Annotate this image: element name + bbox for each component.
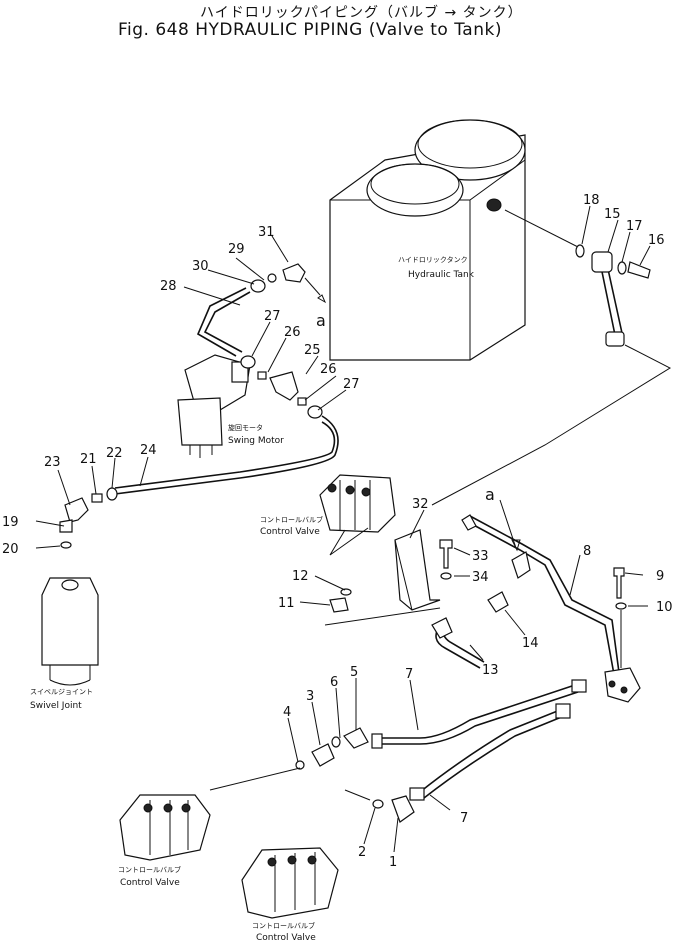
callout-21: 21 bbox=[80, 452, 97, 467]
callout-26-lower: 26 bbox=[320, 362, 337, 377]
connection-mark-a-lower: a bbox=[485, 485, 495, 504]
callout-27-upper: 27 bbox=[264, 309, 281, 324]
callout-16: 16 bbox=[648, 233, 665, 248]
manifold-fittings bbox=[604, 567, 641, 703]
callout-8: 8 bbox=[583, 544, 591, 559]
control-valve-left-label-en: Control Valve bbox=[120, 878, 180, 888]
pipe-28-assembly bbox=[196, 263, 327, 357]
callout-27-lower: 27 bbox=[343, 377, 360, 392]
leader-lines bbox=[35, 205, 651, 853]
callout-24: 24 bbox=[140, 443, 157, 458]
bracket-32 bbox=[394, 529, 453, 611]
callout-30: 30 bbox=[192, 259, 209, 274]
callout-10: 10 bbox=[656, 600, 673, 615]
swing-motor: 旋回モータ Swing Motor bbox=[177, 354, 284, 458]
control-valve-bottom: コントロールバルブ Control Valve bbox=[241, 847, 339, 942]
callout-12: 12 bbox=[292, 569, 309, 584]
elbow-13-14 bbox=[431, 591, 509, 669]
callout-28: 28 bbox=[160, 279, 177, 294]
tank-return-tube bbox=[431, 209, 672, 506]
callout-32: 32 bbox=[412, 497, 429, 512]
callout-numbers: 1 2 3 4 5 6 7 7 8 9 10 11 12 13 14 15 16… bbox=[2, 193, 673, 870]
callout-23: 23 bbox=[44, 455, 61, 470]
tank-label-en: Hydraulic Tank bbox=[408, 270, 475, 280]
fittings-3-6 bbox=[209, 727, 369, 791]
callout-3: 3 bbox=[306, 689, 314, 704]
callout-22: 22 bbox=[106, 446, 123, 461]
tank-label-jp: ハイドロリックタンク bbox=[398, 255, 468, 264]
callout-17: 17 bbox=[626, 219, 643, 234]
callout-20: 20 bbox=[2, 542, 19, 557]
fitting-11-12 bbox=[324, 588, 441, 626]
callout-5: 5 bbox=[350, 665, 358, 680]
control-valve-upper-label-en: Control Valve bbox=[260, 527, 320, 537]
control-valve-upper-label-jp: コントロールバルブ bbox=[260, 515, 323, 524]
callout-13: 13 bbox=[482, 663, 499, 678]
hose-7-lower bbox=[409, 703, 571, 801]
callout-2: 2 bbox=[358, 845, 366, 860]
pipe-8 bbox=[461, 499, 621, 681]
callout-9: 9 bbox=[656, 569, 664, 584]
callout-4: 4 bbox=[283, 705, 291, 720]
callout-19: 19 bbox=[2, 515, 19, 530]
callout-11: 11 bbox=[278, 596, 295, 611]
hydraulic-tank: ハイドロリックタンク Hydraulic Tank bbox=[329, 119, 526, 361]
fittings-1-2 bbox=[344, 789, 415, 823]
callout-26-upper: 26 bbox=[284, 325, 301, 340]
control-valve-upper: コントロールバルブ Control Valve bbox=[260, 474, 396, 556]
callout-6: 6 bbox=[330, 675, 338, 690]
callout-1: 1 bbox=[389, 855, 397, 870]
callout-33: 33 bbox=[472, 549, 489, 564]
callout-29: 29 bbox=[228, 242, 245, 257]
callout-31: 31 bbox=[258, 225, 275, 240]
callout-15: 15 bbox=[604, 207, 621, 222]
callout-7-lower: 7 bbox=[460, 811, 468, 826]
control-valve-left: コントロールバルブ Control Valve bbox=[118, 794, 211, 888]
control-valve-left-label-jp: コントロールバルブ bbox=[118, 865, 181, 874]
control-valve-bottom-label-jp: コントロールバルブ bbox=[252, 921, 315, 930]
hose-7-upper bbox=[371, 679, 587, 749]
callout-14: 14 bbox=[522, 636, 539, 651]
swivel-joint-assembly: スイベルジョイント Swivel Joint bbox=[30, 497, 99, 711]
connection-mark-a-upper: a bbox=[316, 311, 326, 330]
title-english: Fig. 648 HYDRAULIC PIPING (Valve to Tank… bbox=[118, 20, 502, 40]
callout-18: 18 bbox=[583, 193, 600, 208]
title-japanese: ハイドロリックパイピング（バルブ → タンク） bbox=[200, 5, 523, 21]
swing-motor-label-en: Swing Motor bbox=[228, 436, 284, 446]
callout-7-upper: 7 bbox=[405, 667, 413, 682]
swivel-joint-label-en: Swivel Joint bbox=[30, 701, 82, 711]
swivel-joint-label-jp: スイベルジョイント bbox=[30, 688, 93, 696]
pipe-24 bbox=[91, 415, 339, 503]
callout-25: 25 bbox=[304, 343, 321, 358]
control-valve-bottom-label-en: Control Valve bbox=[256, 933, 316, 942]
motor-fittings bbox=[240, 355, 323, 419]
callout-34: 34 bbox=[472, 570, 489, 585]
swing-motor-label-jp: 旋回モータ bbox=[228, 423, 263, 432]
